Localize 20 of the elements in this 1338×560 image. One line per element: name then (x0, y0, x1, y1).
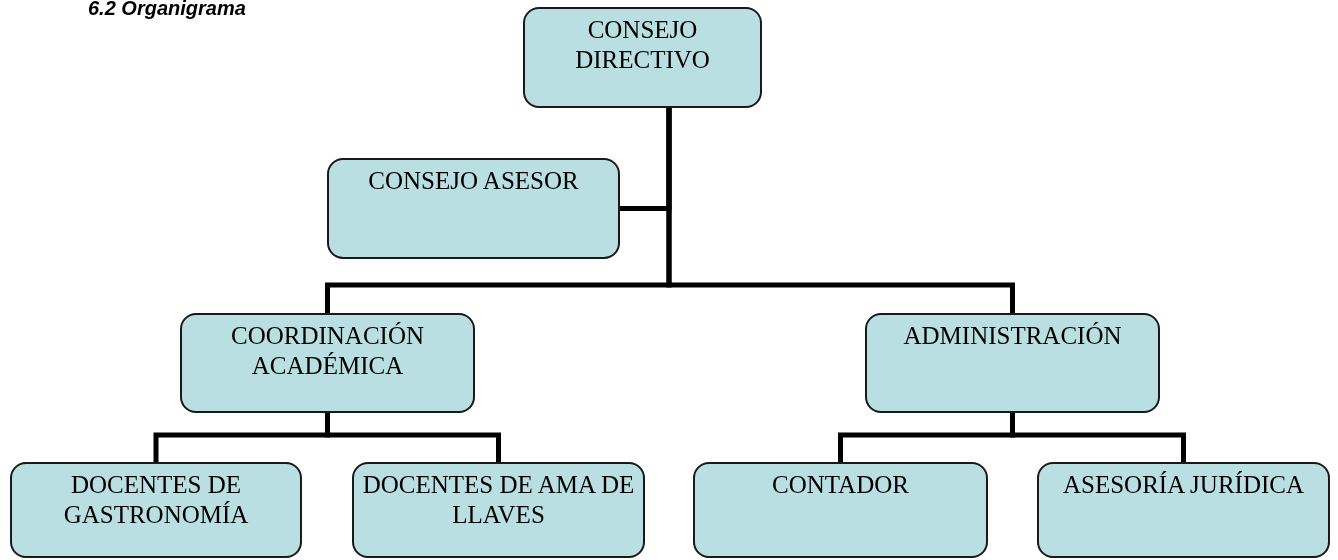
org-box (180, 313, 475, 413)
connector-line (666, 108, 1015, 313)
connector-line (325, 413, 501, 462)
org-box (1037, 462, 1330, 558)
diagram-title: 6.2 Organigrama (88, 0, 246, 20)
org-box (865, 313, 1160, 413)
box-label: COORDINACIÓN ACADÉMICA (229, 321, 426, 381)
org-box (327, 158, 620, 259)
org-box (10, 462, 302, 558)
box-label: CONSEJO ASESOR (368, 166, 579, 196)
org-box (693, 462, 988, 558)
box-label: DOCENTES DE GASTRONOMÍA (62, 470, 250, 530)
box-label: ADMINISTRACIÓN (903, 321, 1122, 351)
box-label: DOCENTES DE AMA DE LLAVES (361, 470, 636, 530)
org-box (523, 7, 762, 108)
box-label: ASESORÍA JURÍDICA (1063, 470, 1304, 500)
box-label: CONSEJO DIRECTIVO (574, 15, 711, 75)
connector-line (1010, 413, 1186, 462)
org-box (352, 462, 645, 558)
box-label: CONTADOR (772, 470, 909, 500)
